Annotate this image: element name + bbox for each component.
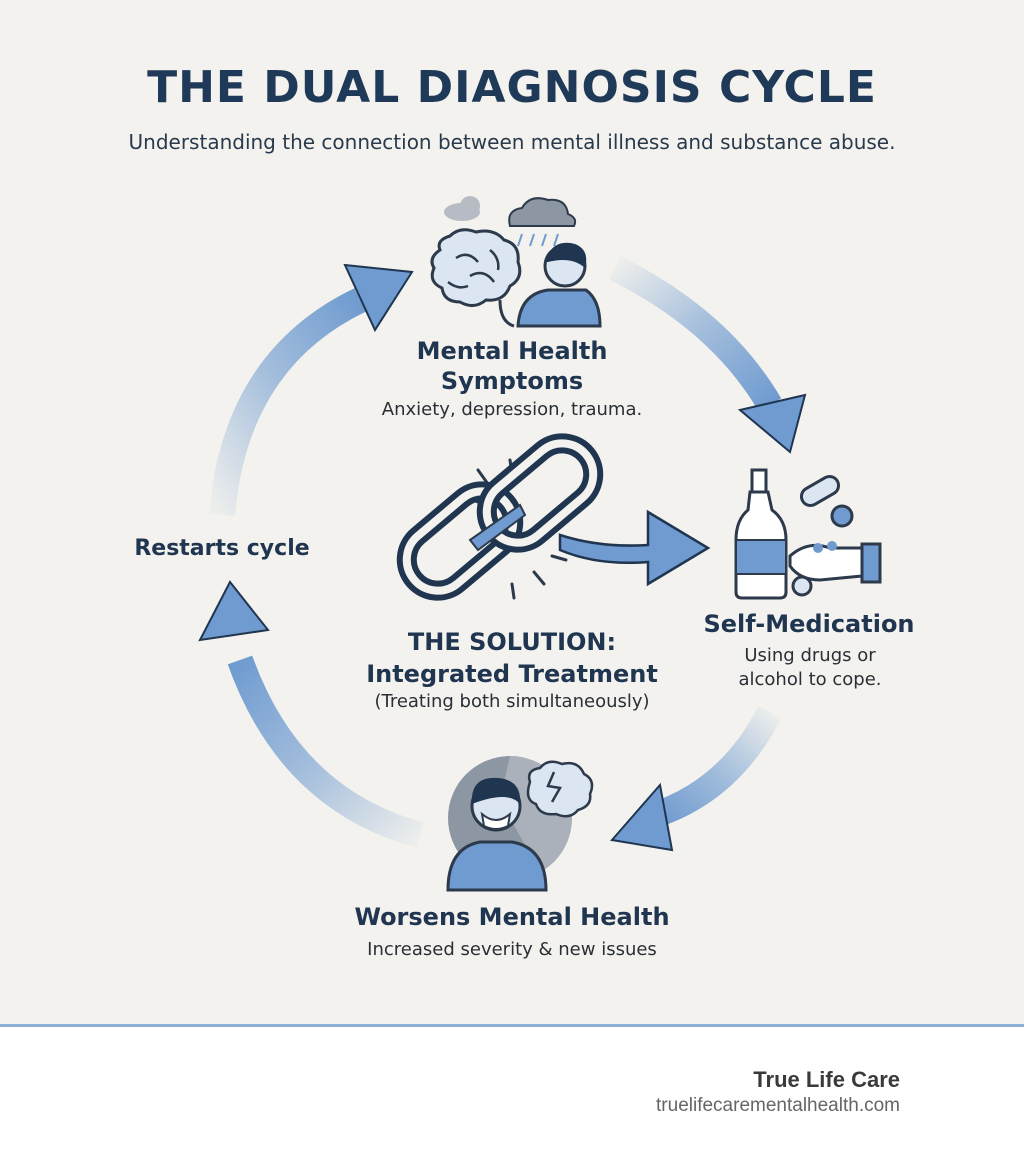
cycle-diagram [198,196,882,892]
broken-chain-icon [396,433,604,601]
mental-health-title: Mental Health Symptoms [416,337,608,395]
arrow-to-mental-health [209,263,414,517]
restarts-label: Restarts cycle [134,536,310,561]
solution-title: THE SOLUTION: Integrated Treatment [366,628,658,688]
page-title: THE DUAL DIAGNOSIS CYCLE [147,62,877,113]
bottle-pills-icon [734,468,882,600]
worsens-title: Worsens Mental Health [354,903,670,931]
brand-url[interactable]: truelifecarementalhealth.com [656,1095,900,1116]
solution-desc: (Treating both simultaneously) [374,691,650,712]
page-subtitle: Understanding the connection between men… [128,130,896,154]
arrow-to-self-medication [609,256,807,454]
brain-person-icon [430,196,602,328]
mental-health-desc: Anxiety, depression, trauma. [381,399,643,420]
self-medication-title: Self-Medication [703,610,915,638]
footer: True Life Care truelifecarementalhealth.… [0,1024,1024,1157]
worsens-desc: Increased severity & new issues [367,939,657,960]
arrow-to-self-medication-center [558,509,711,587]
brand-name: True Life Care [753,1067,900,1092]
arrow-to-worsens [610,705,782,852]
self-medication-desc: Using drugs or alcohol to cope. [738,645,882,690]
arrow-to-restarts [198,580,424,848]
distressed-person-icon [446,756,594,892]
brand-block: True Life Care truelifecarementalhealth.… [656,1067,900,1117]
